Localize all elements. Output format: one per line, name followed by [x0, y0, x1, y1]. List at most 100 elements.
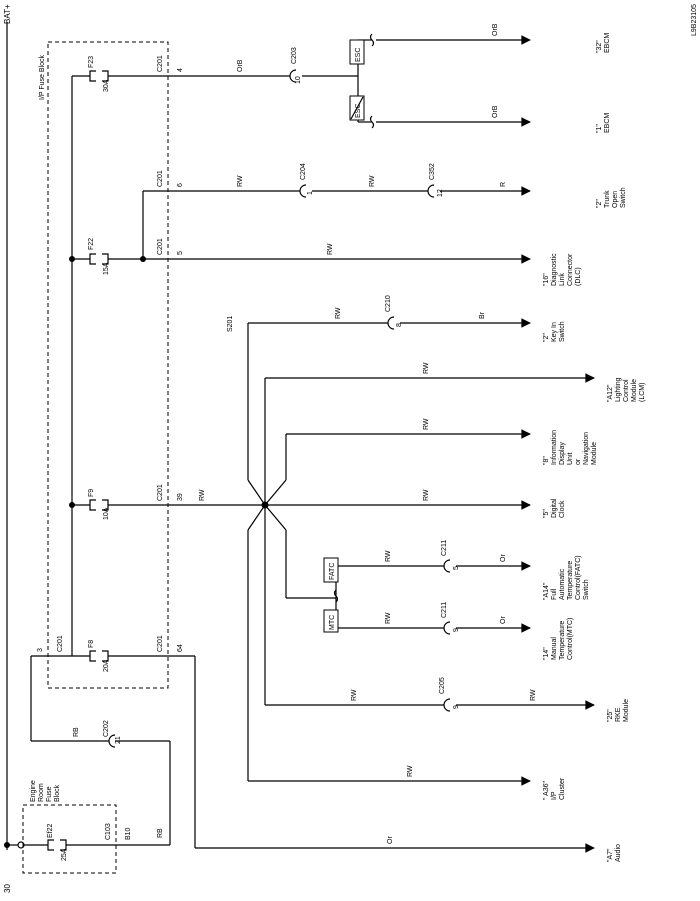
wire-color-rb-ef22: RB [157, 828, 164, 838]
c201-label-3: C201 [57, 635, 64, 652]
dest-audio: "A7" Audio [607, 844, 622, 862]
pin-3-label: 3 [37, 648, 44, 652]
wire-color-orb-3: OrB [492, 105, 499, 118]
wire-color-rw-cluster: RW [407, 765, 414, 777]
dest-ebcm-1: "1" EBCM [596, 113, 611, 133]
c203-pin: 10 [295, 76, 302, 84]
wire-color-br: Br [479, 311, 486, 319]
c202-name: C202 [103, 720, 110, 737]
c202-pin: 21 [115, 736, 122, 744]
c205-name: C205 [439, 677, 446, 694]
fuse-ef22-rating: 25A [61, 848, 68, 861]
dest-info-display: "8" Information Display Unit or Navigati… [543, 428, 598, 465]
c203-name: C203 [291, 47, 298, 64]
dest-ip-cluster: " A36" I/P Cluster [543, 777, 566, 800]
wire-color-rw-mtc: RW [385, 612, 392, 624]
s201-label: S201 [227, 316, 234, 332]
esc-option-label: ESC [355, 48, 362, 62]
bat-label: BAT+ [3, 4, 12, 24]
pin-4-label: 4 [177, 68, 184, 72]
fuse-f22-circuit: F22 15A C201 6 RW C204 1 RW C352 12 R C2… [72, 163, 531, 275]
c201-label-4: C201 [157, 55, 164, 72]
fatc-option-box [323, 557, 339, 583]
wire-color-rw-f9: RW [199, 489, 206, 501]
wire-color-or-audio: Or [387, 836, 394, 844]
dest-ebcm-32: "32" EBCM [596, 33, 611, 53]
c352-pin: 12 [437, 189, 444, 197]
engine-room-fuse-block: Engine Room Fuse Block Ef22 25A C103 B10… [22, 778, 170, 874]
fuse-ef22-name: Ef22 [47, 823, 54, 838]
c201-label-6: C201 [157, 170, 164, 187]
page-number: 30 [3, 884, 12, 893]
wire-color-rw-rke: RW [530, 689, 537, 701]
fuse-f23-name: F23 [88, 56, 95, 68]
mtc-option-box [323, 609, 339, 633]
fuse-f9-rating: 10A [103, 507, 110, 520]
battery-bus: BAT+ [3, 4, 25, 850]
destination-labels: "32" EBCM "1" EBCM "2" Trunk Open Switch… [543, 33, 646, 862]
wire-color-orb-1: OrB [237, 59, 244, 72]
engine-room-fuse-block-label: Engine Room Fuse Block [30, 778, 61, 802]
wire-color-or-fatc: Or [500, 554, 507, 562]
fuse-f9-name: F9 [88, 489, 95, 497]
wire-color-or-mtc: Or [500, 616, 507, 624]
c211-mtc-name: C211 [441, 602, 448, 618]
rb-feed-wire: C202 21 RB 3 C201 [30, 635, 171, 845]
wire-color-rw-clock: RW [423, 489, 430, 501]
dest-digital-clock: "5" Digital Clock [543, 497, 566, 518]
dest-trunk-open-switch: "2" Trunk Open Switch [596, 187, 627, 208]
c210-name: C210 [385, 295, 392, 312]
c211-fatc-name: C211 [441, 540, 448, 556]
wire-color-rw-c210: RW [335, 307, 342, 319]
wire-color-r: R [500, 182, 507, 187]
dest-dlc: "16" Diagnostic Link Connector (DLC) [543, 251, 582, 286]
c201-label-5: C201 [157, 238, 164, 255]
wire-color-rw-c205: RW [351, 689, 358, 701]
c352-name: C352 [429, 163, 436, 180]
wire-color-rw-c204: RW [237, 175, 244, 187]
wire-color-rw-c352: RW [369, 175, 376, 187]
fatc-option-label: FATC [329, 563, 336, 580]
c211-fatc-pin: 5 [453, 566, 460, 570]
dest-fatc-switch: "A14" Full Automatic Temperature Control… [543, 553, 590, 600]
fuse-f8-rating: 20A [103, 659, 110, 672]
fuse-f22-name: F22 [88, 238, 95, 250]
dest-rke-module: "25" RKE Module [607, 699, 630, 722]
c103-label: C103 [105, 823, 112, 840]
wire-color-rw-dlc: RW [327, 243, 334, 255]
fuse-f22-rating: 15A [103, 262, 110, 275]
wire-color-orb-2: OrB [492, 23, 499, 36]
fuse-f9-circuit: F9 10A C201 39 RW RW [72, 484, 531, 520]
dest-lcm: "A12" Lighting Control Module (LCM) [607, 376, 646, 402]
splice-s201: S201 RW C210 8 Br RW RW FATC [227, 295, 595, 786]
fuse-f23-rating: 30A [103, 79, 110, 92]
wire-color-rw-info: RW [423, 418, 430, 430]
c205-pin: 9 [453, 705, 460, 709]
pin-39-label: 39 [177, 493, 184, 501]
c201-label-64: C201 [157, 635, 164, 652]
b10-label: B10 [125, 827, 132, 840]
pin-64-label: 64 [177, 644, 184, 652]
fuse-f23-circuit: F23 30A C201 4 OrB C203 10 ESC ESC OrB O… [72, 23, 531, 129]
esc-option-box [349, 39, 365, 65]
figure-id: L9B23105 [691, 4, 698, 36]
c210-pin: 8 [396, 323, 403, 327]
fuse-f8-name: F8 [88, 640, 95, 648]
no-esc-option-label: ESC [355, 104, 362, 118]
wire-color-rw-fatc: RW [385, 550, 392, 562]
dest-mtc-switch: "14" Manual Temperature Control(MTC) [543, 618, 574, 660]
c211-mtc-pin: 9 [453, 628, 460, 632]
ip-fuse-block-label: I/P Fuse Block [39, 54, 46, 100]
wire-color-rb-c202: RB [73, 727, 80, 737]
c204-pin: 1 [307, 191, 314, 195]
fuse-f8-circuit: F8 20A C201 64 Or [72, 635, 595, 853]
pin-6-label: 6 [177, 183, 184, 187]
pin-5-label: 5 [177, 251, 184, 255]
c201-label-39: C201 [157, 484, 164, 501]
dest-key-in-switch: "2" Key In Switch [543, 320, 566, 342]
ip-fuse-block: I/P Fuse Block [39, 41, 169, 689]
mtc-option-label: MTC [329, 615, 336, 630]
c204-name: C204 [300, 163, 307, 180]
wire-color-rw-lcm: RW [423, 362, 430, 374]
